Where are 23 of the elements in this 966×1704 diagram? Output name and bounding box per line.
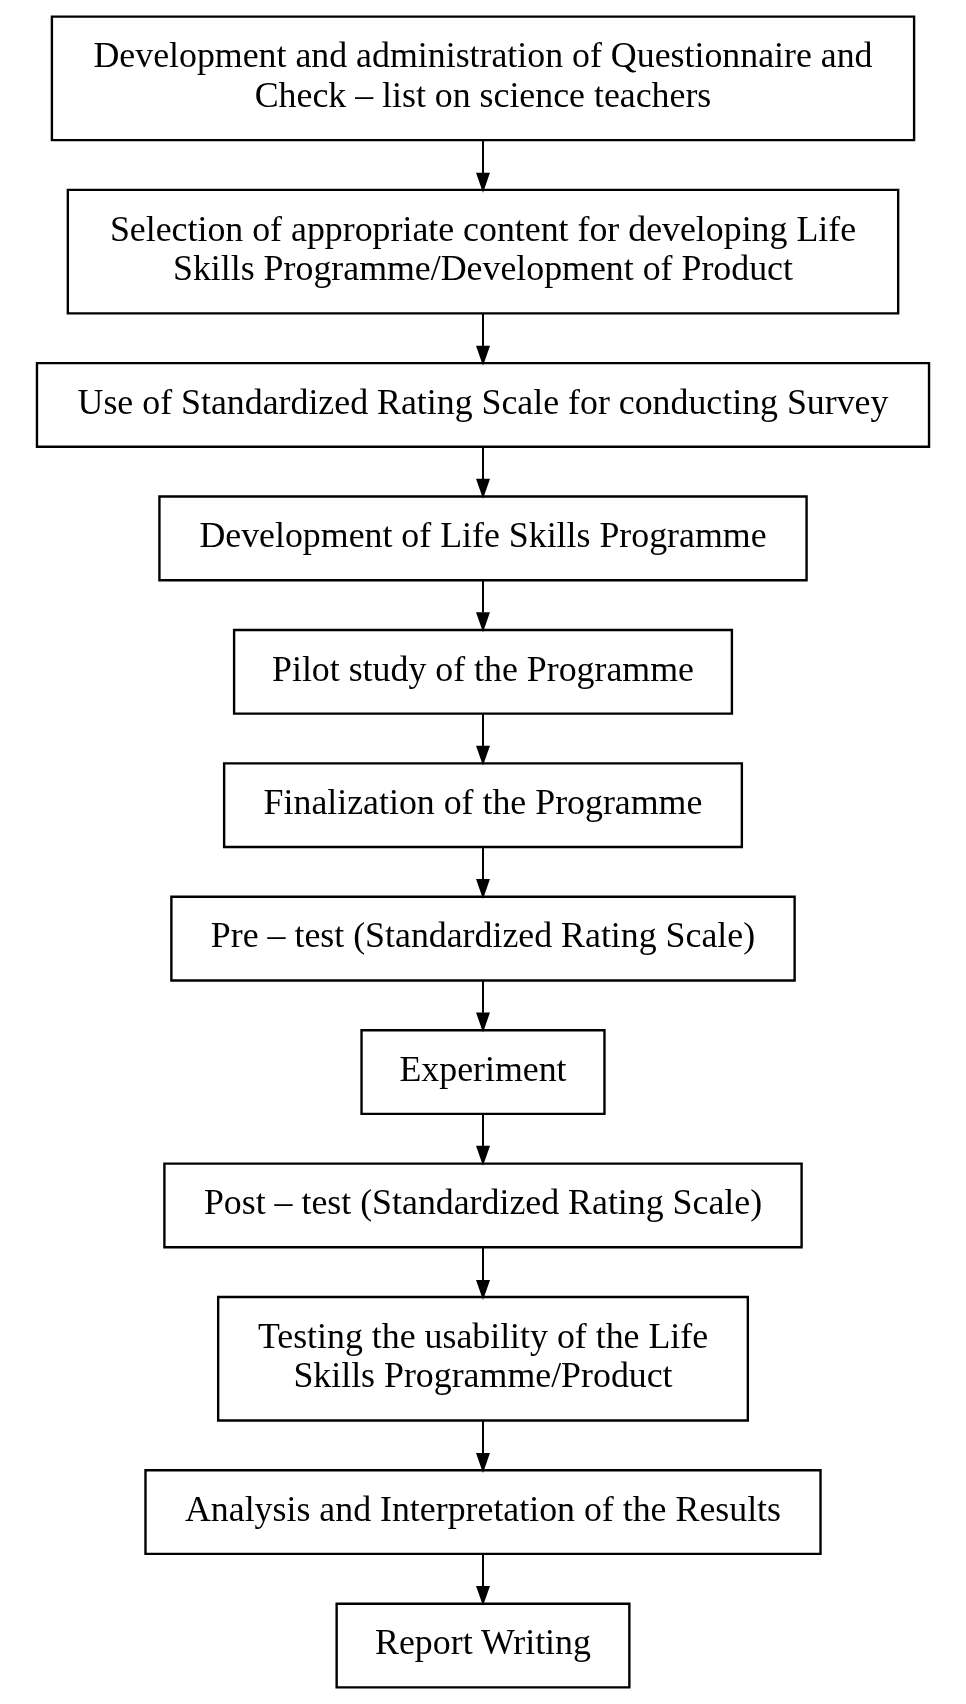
arrow bbox=[476, 1553, 490, 1606]
node-box: Selection of appropriate content for developing Life Skills Programme/Development of Product bbox=[66, 188, 900, 315]
node-box: Development and administration of Questionnaire and Check – list on science teachers bbox=[50, 15, 916, 142]
arrow bbox=[476, 979, 490, 1033]
node-box: Use of Standardized Rating Scale for conducting Survey bbox=[35, 361, 931, 448]
node-box: Post – test (Standardized Rating Scale) bbox=[163, 1162, 803, 1249]
arrow bbox=[476, 312, 490, 366]
node-box: Finalization of the Programme bbox=[222, 762, 744, 849]
arrow bbox=[476, 1246, 490, 1300]
node-box: Analysis and Interpretation of the Results bbox=[144, 1469, 822, 1556]
node-box: Report Writing bbox=[335, 1602, 631, 1689]
node-box: Pilot study of the Programme bbox=[232, 628, 734, 715]
node-box: Pre – test (Standardized Rating Scale) bbox=[170, 895, 796, 982]
arrow bbox=[476, 446, 490, 499]
node-box: Testing the usability of the Life Skills Programme/Product bbox=[216, 1295, 750, 1422]
node-box: Development of Life Skills Programme bbox=[158, 495, 808, 582]
arrow bbox=[476, 579, 490, 633]
arrow bbox=[476, 139, 490, 193]
arrow bbox=[476, 846, 490, 899]
node-box: Experiment bbox=[360, 1029, 606, 1116]
arrow bbox=[476, 1113, 490, 1166]
arrow bbox=[476, 1419, 490, 1473]
arrow bbox=[476, 713, 490, 766]
